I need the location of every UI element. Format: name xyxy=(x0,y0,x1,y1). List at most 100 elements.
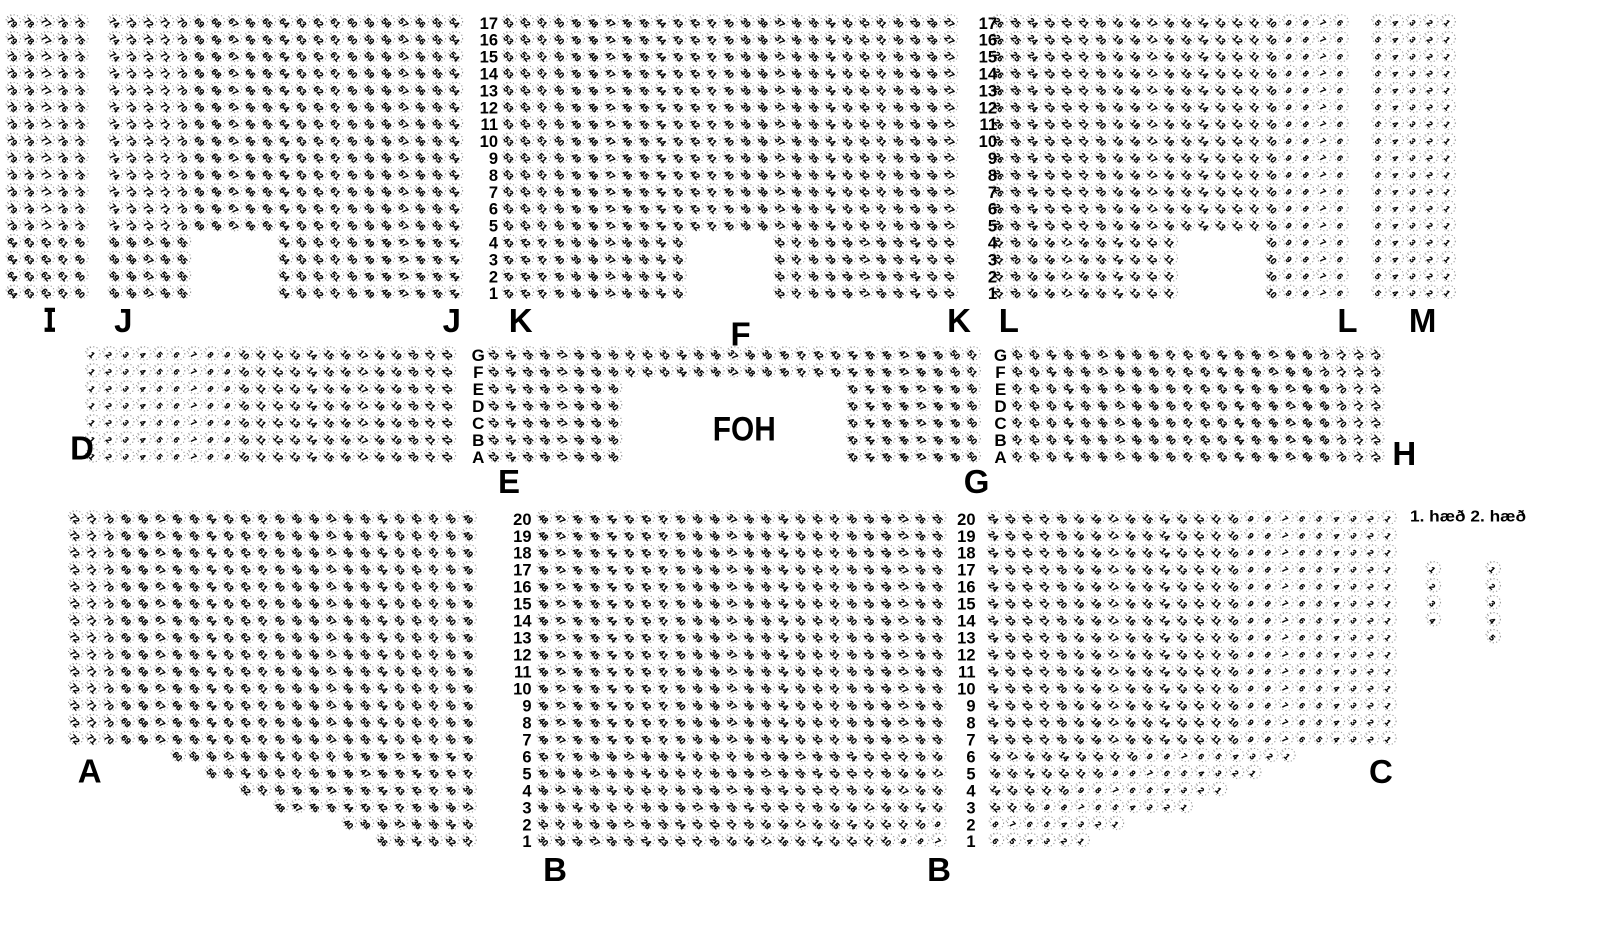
svg-text:2: 2 xyxy=(522,816,531,834)
svg-text:B: B xyxy=(994,431,1006,450)
svg-text:20: 20 xyxy=(513,511,531,529)
svg-text:17: 17 xyxy=(979,15,997,33)
svg-text:4: 4 xyxy=(522,782,532,800)
svg-text:9: 9 xyxy=(489,150,498,168)
svg-text:13: 13 xyxy=(480,82,498,100)
svg-text:11: 11 xyxy=(481,116,498,134)
svg-text:L: L xyxy=(1337,302,1357,339)
svg-text:20: 20 xyxy=(957,511,975,529)
svg-text:K: K xyxy=(947,302,971,339)
svg-text:17: 17 xyxy=(480,15,498,33)
svg-text:C: C xyxy=(472,414,484,433)
svg-text:E: E xyxy=(498,463,520,500)
svg-text:B: B xyxy=(927,851,951,888)
svg-text:13: 13 xyxy=(513,630,531,648)
svg-text:18: 18 xyxy=(957,545,975,563)
svg-text:17: 17 xyxy=(513,562,531,580)
svg-text:11: 11 xyxy=(980,116,997,134)
svg-text:15: 15 xyxy=(957,596,975,614)
svg-text:8: 8 xyxy=(522,714,531,732)
svg-text:13: 13 xyxy=(979,82,997,100)
svg-text:11: 11 xyxy=(958,664,975,682)
svg-text:L: L xyxy=(999,302,1019,339)
svg-text:H: H xyxy=(1392,435,1416,472)
svg-text:9: 9 xyxy=(966,698,975,716)
svg-text:5: 5 xyxy=(966,765,975,783)
svg-text:E: E xyxy=(473,380,484,399)
svg-text:6: 6 xyxy=(988,201,997,219)
svg-text:16: 16 xyxy=(480,32,498,50)
svg-text:12: 12 xyxy=(979,99,997,117)
svg-text:7: 7 xyxy=(522,731,531,749)
svg-text:C: C xyxy=(994,414,1006,433)
svg-text:A: A xyxy=(472,448,484,467)
svg-text:F: F xyxy=(995,363,1005,382)
svg-text:8: 8 xyxy=(988,167,997,185)
svg-text:3: 3 xyxy=(522,799,531,817)
svg-text:6: 6 xyxy=(966,748,975,766)
svg-text:J: J xyxy=(443,302,461,339)
svg-text:6: 6 xyxy=(489,201,498,219)
svg-text:F: F xyxy=(473,363,483,382)
svg-text:D: D xyxy=(472,397,484,416)
svg-text:3: 3 xyxy=(966,799,975,817)
svg-text:7: 7 xyxy=(489,184,498,202)
svg-text:19: 19 xyxy=(957,528,975,546)
svg-text:G: G xyxy=(964,463,990,500)
svg-text:15: 15 xyxy=(513,596,531,614)
svg-text:G: G xyxy=(994,346,1007,365)
svg-text:15: 15 xyxy=(979,49,997,67)
svg-text:7: 7 xyxy=(966,731,975,749)
svg-text:1. hæð 2. hæð: 1. hæð 2. hæð xyxy=(1410,509,1526,526)
svg-text:19: 19 xyxy=(513,528,531,546)
svg-text:15: 15 xyxy=(480,49,498,67)
svg-text:12: 12 xyxy=(513,647,531,665)
svg-text:6: 6 xyxy=(522,748,531,766)
svg-text:A: A xyxy=(994,448,1006,467)
svg-text:1: 1 xyxy=(522,833,531,851)
svg-text:C: C xyxy=(1369,753,1393,790)
svg-text:5: 5 xyxy=(522,765,531,783)
svg-text:16: 16 xyxy=(957,579,975,597)
svg-text:18: 18 xyxy=(513,545,531,563)
svg-text:F: F xyxy=(731,316,751,353)
svg-text:10: 10 xyxy=(979,133,997,151)
svg-text:2: 2 xyxy=(988,268,997,286)
svg-text:3: 3 xyxy=(489,251,498,269)
svg-text:2: 2 xyxy=(966,816,975,834)
svg-text:1: 1 xyxy=(966,833,975,851)
svg-text:D: D xyxy=(994,397,1006,416)
svg-text:A: A xyxy=(78,752,102,789)
svg-text:14: 14 xyxy=(513,613,532,631)
svg-text:12: 12 xyxy=(480,99,498,117)
svg-text:7: 7 xyxy=(988,184,997,202)
svg-text:11: 11 xyxy=(514,664,531,682)
svg-text:13: 13 xyxy=(957,630,975,648)
svg-text:10: 10 xyxy=(480,133,498,151)
svg-text:16: 16 xyxy=(513,579,531,597)
svg-text:4: 4 xyxy=(966,782,976,800)
svg-text:1: 1 xyxy=(489,285,498,303)
svg-text:E: E xyxy=(995,380,1006,399)
svg-text:14: 14 xyxy=(979,66,998,84)
svg-text:12: 12 xyxy=(957,647,975,665)
svg-text:G: G xyxy=(472,346,485,365)
svg-text:17: 17 xyxy=(957,562,975,580)
svg-text:K: K xyxy=(509,302,533,339)
svg-text:14: 14 xyxy=(957,613,976,631)
svg-text:5: 5 xyxy=(489,218,498,236)
svg-text:2: 2 xyxy=(489,268,498,286)
svg-text:B: B xyxy=(472,431,484,450)
svg-text:M: M xyxy=(1409,302,1437,339)
svg-text:1: 1 xyxy=(988,285,997,303)
svg-text:D: D xyxy=(70,430,94,467)
svg-text:9: 9 xyxy=(988,150,997,168)
svg-text:8: 8 xyxy=(966,714,975,732)
svg-text:8: 8 xyxy=(489,167,498,185)
svg-text:J: J xyxy=(114,302,132,339)
svg-text:B: B xyxy=(543,851,567,888)
svg-text:10: 10 xyxy=(513,681,531,699)
svg-text:FOH: FOH xyxy=(713,411,776,449)
svg-text:4: 4 xyxy=(988,235,998,253)
svg-text:9: 9 xyxy=(522,698,531,716)
